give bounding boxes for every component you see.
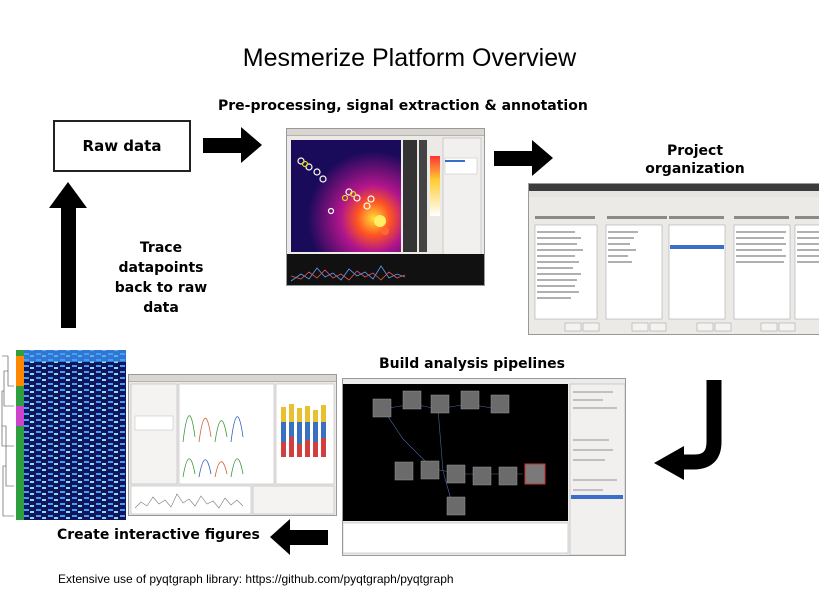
pipelines-label: Build analysis pipelines [379,356,565,372]
window-titlebar [287,129,484,136]
window-titlebar [129,375,336,382]
arrow-right-1 [203,127,262,163]
preprocessing-label: Pre-processing, signal extraction & anno… [218,98,588,114]
figures-view [130,383,335,515]
figures-label: Create interactive figures [57,527,260,543]
trace-back-label: Trace datapoints back to raw data [114,240,208,316]
dendrogram [1,355,14,517]
arrow-left [270,519,328,555]
page-title: Mesmerize Platform Overview [242,44,577,72]
arrow-curved-down-left [654,380,722,480]
analysis-pipelines-screenshot [342,378,626,556]
window-titlebar [529,184,819,191]
project-organization-label: Project organization [645,143,745,177]
preprocessing-screenshot [286,128,485,286]
arrow-up [49,182,87,328]
flowchart-view [343,383,625,555]
footer-note: Extensive use of pyqtgraph library: http… [58,572,454,586]
heatmap-dendrogram [1,350,126,520]
arrow-right-2 [494,140,553,176]
project-browser-view [529,191,819,332]
project-organization-screenshot [528,183,819,335]
interactive-figures-screenshot [128,374,337,516]
raw-data-box: Raw data [53,120,191,172]
calcium-imaging-view [287,137,484,285]
